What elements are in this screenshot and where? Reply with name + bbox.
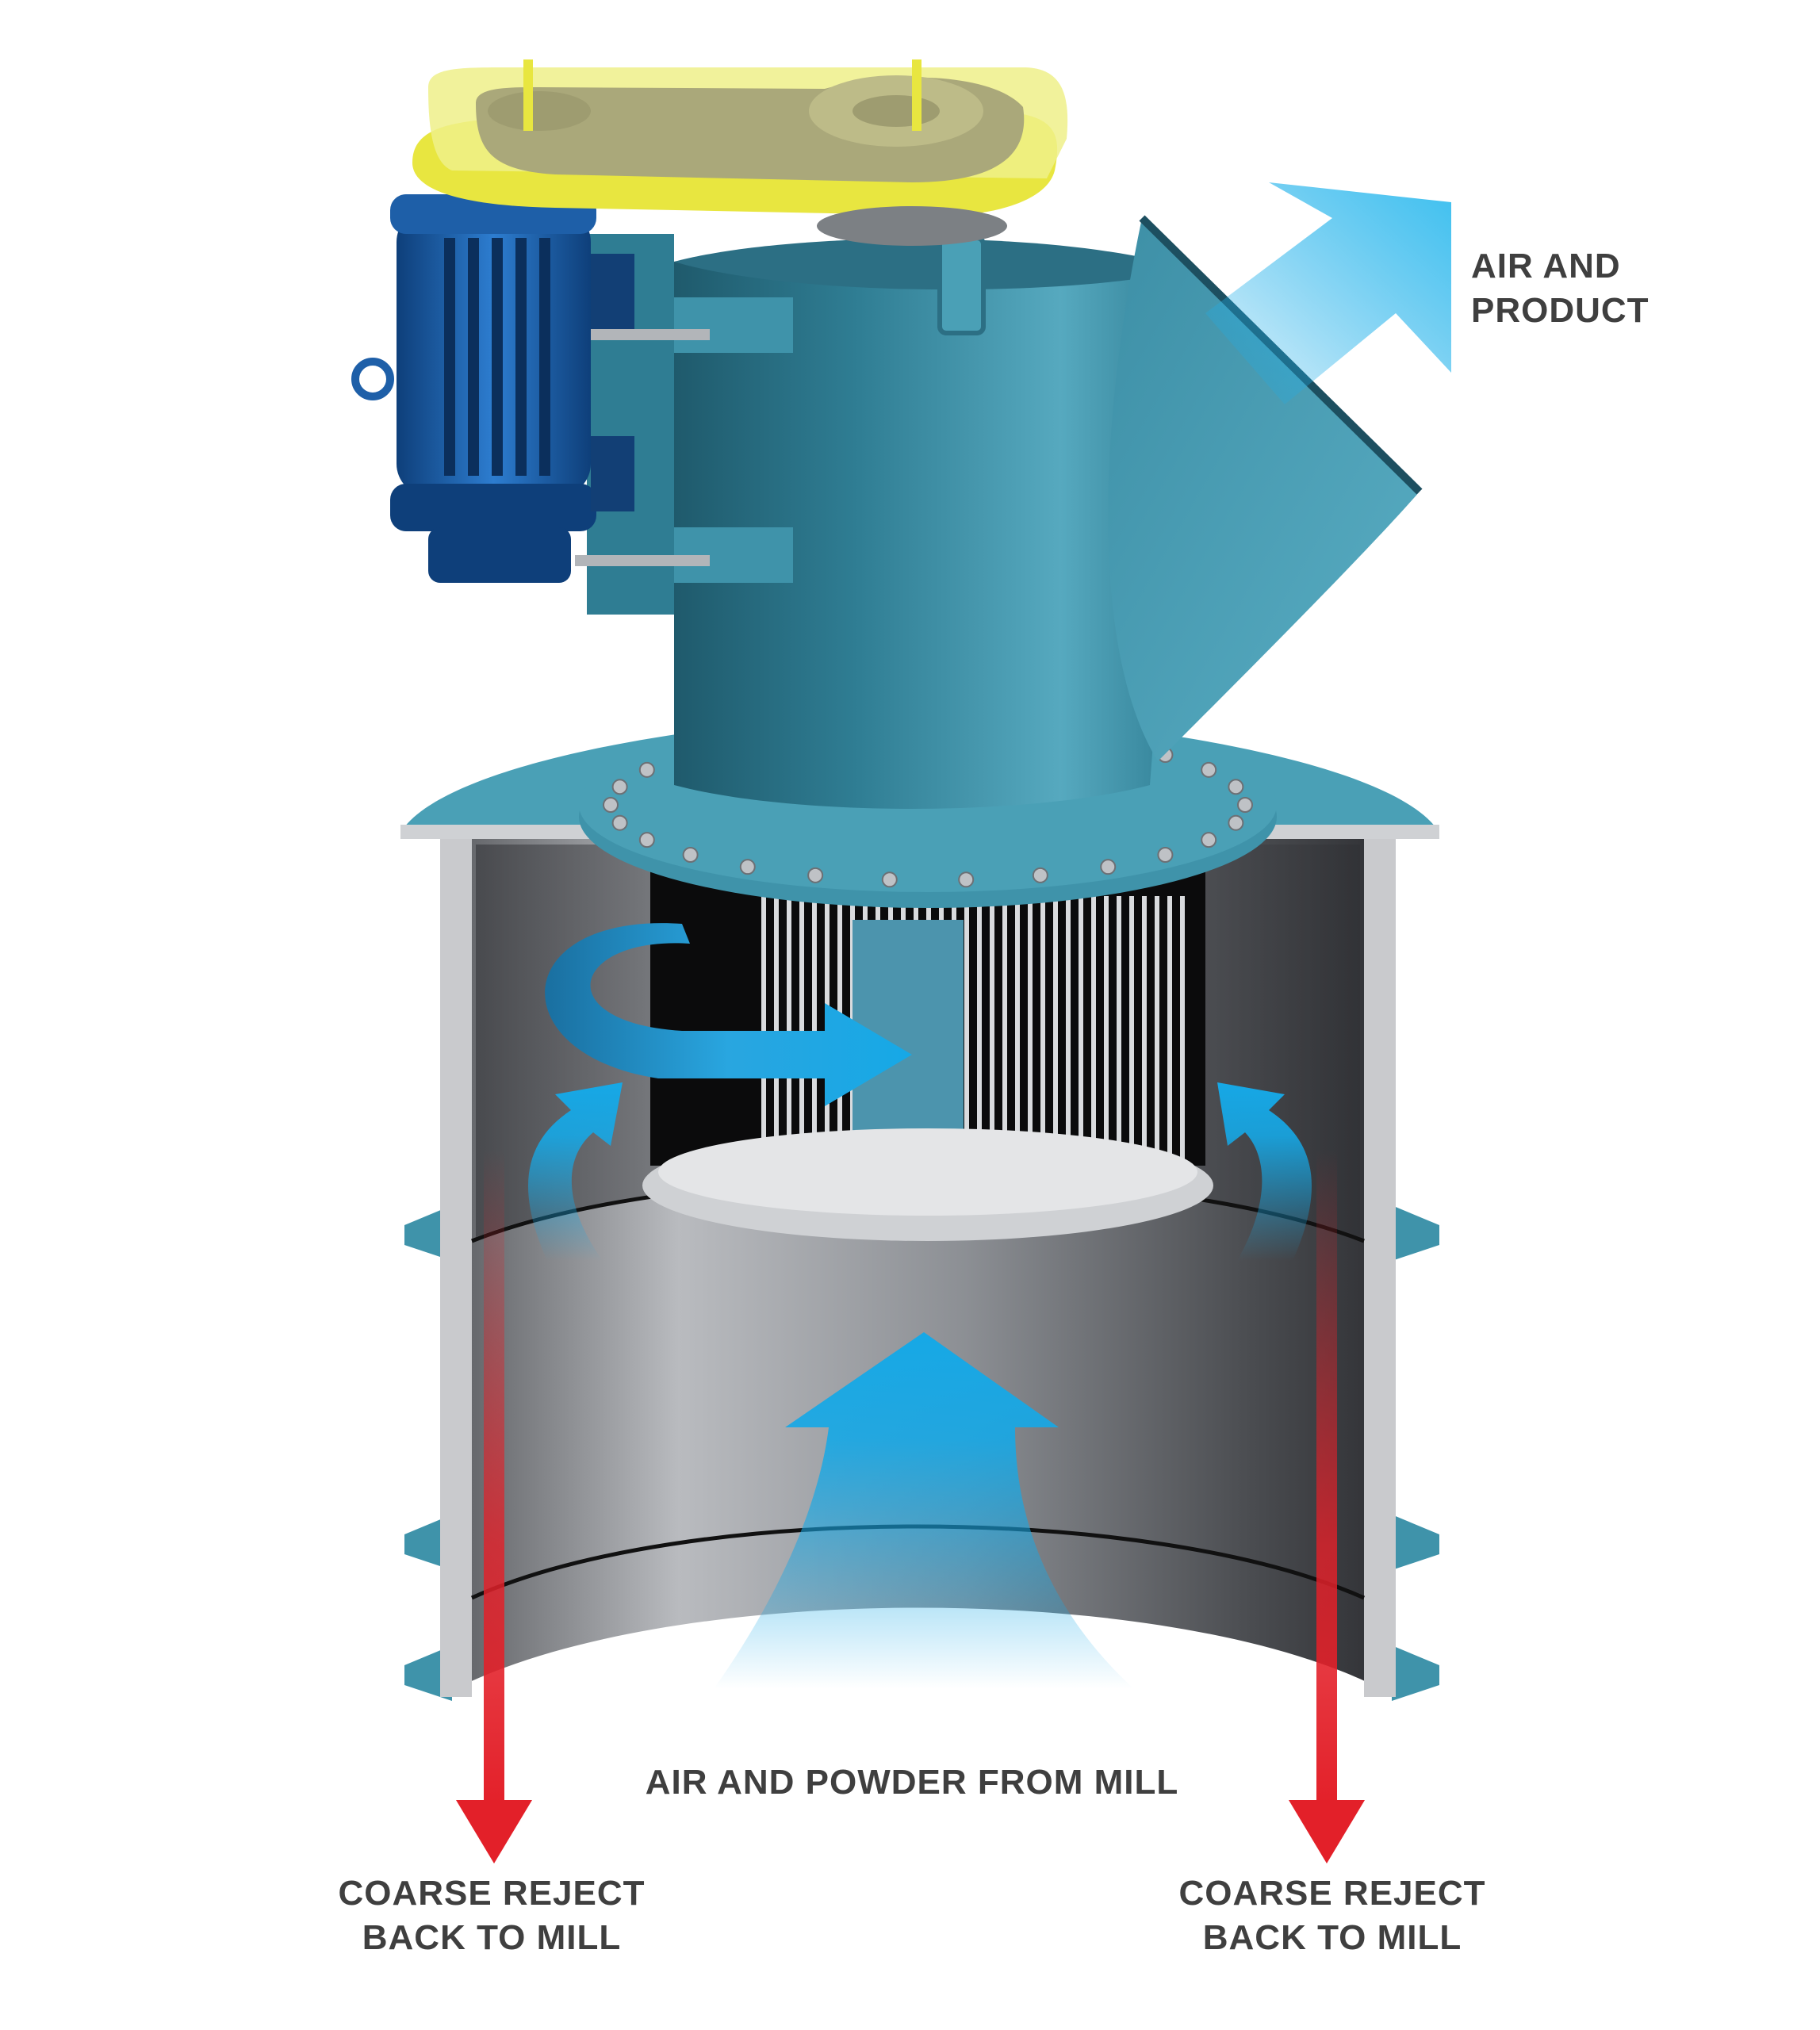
flange-bolt (1032, 867, 1048, 883)
flange-bolt (1100, 859, 1117, 875)
flange-bolt (1228, 779, 1244, 795)
flange-bolt (1237, 797, 1253, 813)
flange-bolt (958, 871, 975, 888)
coarse-reject-left-line2: BACK TO MILL (362, 1918, 622, 1957)
coarse-reject-right-label: COARSE REJECT BACK TO MILL (1142, 1871, 1523, 1960)
rotor-blade (1180, 896, 1185, 1205)
flange-bolt (1201, 761, 1217, 778)
rotor-blade (1129, 896, 1134, 1205)
air-product-arrow (1205, 182, 1451, 404)
rotor-blade (1053, 896, 1058, 1205)
flange-bolt (682, 846, 699, 863)
classifier-rotor-icon (642, 856, 1213, 1241)
air-powder-arrow (714, 1332, 1134, 1689)
rotor-blade (1104, 896, 1109, 1205)
flange-bolt (638, 832, 655, 848)
side-flow-arrow-right (1217, 1082, 1312, 1261)
flange-bolt (1201, 832, 1217, 848)
flange-bolt (1228, 814, 1244, 831)
swirl-arrow (545, 923, 912, 1106)
flange-bolt (638, 761, 655, 778)
coarse-reject-arrow-left (456, 1150, 532, 1863)
coarse-reject-right-line1: COARSE REJECT (1178, 1874, 1486, 1913)
rotor-blade (977, 896, 982, 1205)
coarse-reject-left-label: COARSE REJECT BACK TO MILL (301, 1871, 682, 1960)
belt-drive-icon (412, 59, 1068, 246)
air-product-label: AIR AND PRODUCT (1471, 244, 1649, 333)
air-product-label-line1: AIR AND (1471, 247, 1621, 285)
coarse-reject-arrow-right (1289, 1150, 1365, 1863)
coarse-reject-left-line1: COARSE REJECT (338, 1874, 646, 1913)
rotor-blade (1079, 896, 1083, 1205)
air-product-label-line2: PRODUCT (1471, 291, 1649, 330)
air-powder-label: AIR AND POWDER FROM MILL (619, 1760, 1205, 1805)
rotor-blade (1167, 896, 1172, 1205)
air-powder-label-text: AIR AND POWDER FROM MILL (645, 1763, 1179, 1802)
flange-bolt (807, 867, 824, 883)
flange-bolt (611, 814, 628, 831)
rotor-blade (1002, 896, 1007, 1205)
rotor-blade (1142, 896, 1147, 1205)
rotor-blade (1117, 896, 1121, 1205)
rotor-blade (990, 896, 994, 1205)
rotor-blade (1091, 896, 1096, 1205)
coarse-reject-right-line2: BACK TO MILL (1202, 1918, 1462, 1957)
rotor-blade (1028, 896, 1033, 1205)
rotor-blade (1015, 896, 1020, 1205)
flange-bolt (603, 797, 619, 813)
flange-bolt (1157, 846, 1174, 863)
side-flow-arrow-left (528, 1082, 623, 1261)
rotor-blade (1155, 896, 1159, 1205)
flange-bolt (739, 859, 756, 875)
upper-housing (575, 215, 1423, 809)
rotor-blade (1066, 896, 1071, 1205)
flange-bolt (611, 779, 628, 795)
flange-bolt (881, 871, 898, 888)
rotor-blade (1040, 896, 1045, 1205)
rotor-blade (964, 896, 969, 1205)
